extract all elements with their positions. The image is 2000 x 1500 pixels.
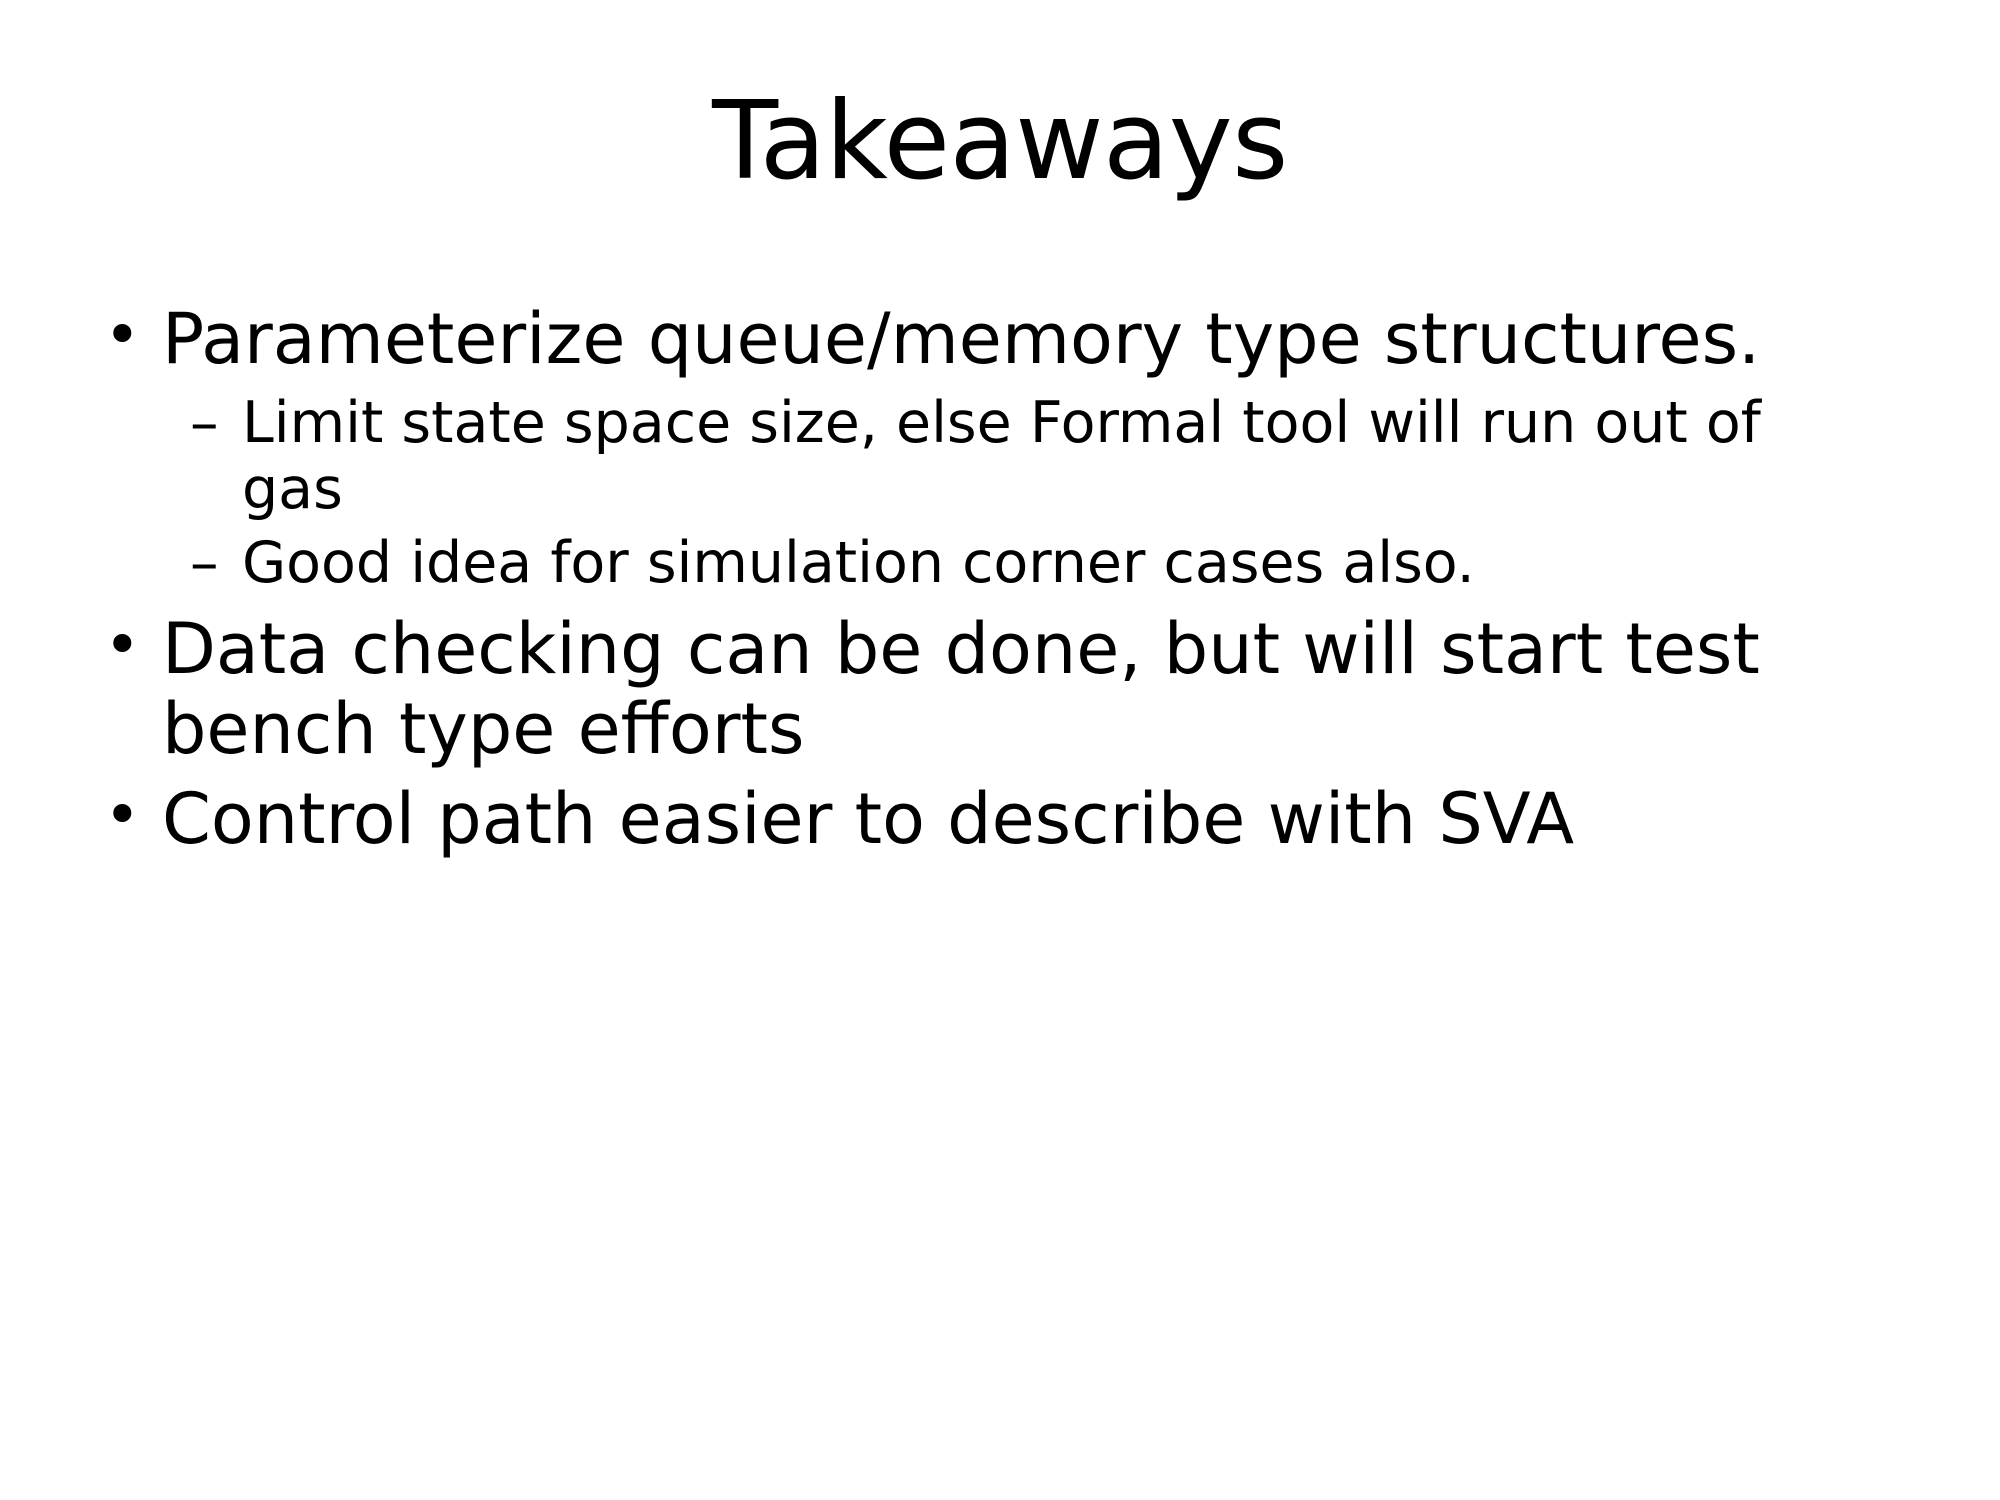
bullet-text: Good idea for simulation corner cases al… [242, 530, 1475, 597]
bullet-item-level2: – Good idea for simulation corner cases … [100, 530, 1920, 596]
bullet-text: Data checking can be done, but will star… [162, 608, 1760, 770]
bullet-text: Control path easier to describe with SVA [162, 777, 1575, 860]
bullet-item-level1: • Parameterize queue/memory type structu… [100, 298, 1920, 380]
bullet-text: Parameterize queue/memory type structure… [162, 298, 1761, 380]
bullet-dash-icon: – [190, 530, 219, 597]
slide-body-content: • Parameterize queue/memory type structu… [100, 298, 1920, 866]
bullet-text: Limit state space size, else Formal tool… [242, 389, 1761, 522]
slide-title: Takeaways [712, 79, 1288, 204]
bullet-item-level1: • Control path easier to describe with S… [100, 777, 1920, 860]
bullet-dot-icon: • [104, 608, 141, 682]
bullet-item-level2: – Limit state space size, else Formal to… [100, 390, 1920, 522]
bullet-dot-icon: • [104, 777, 141, 851]
bullet-dash-icon: – [190, 389, 219, 456]
bullet-dot-icon: • [104, 298, 141, 371]
bullet-item-level1: • Data checking can be done, but will st… [100, 608, 1920, 770]
